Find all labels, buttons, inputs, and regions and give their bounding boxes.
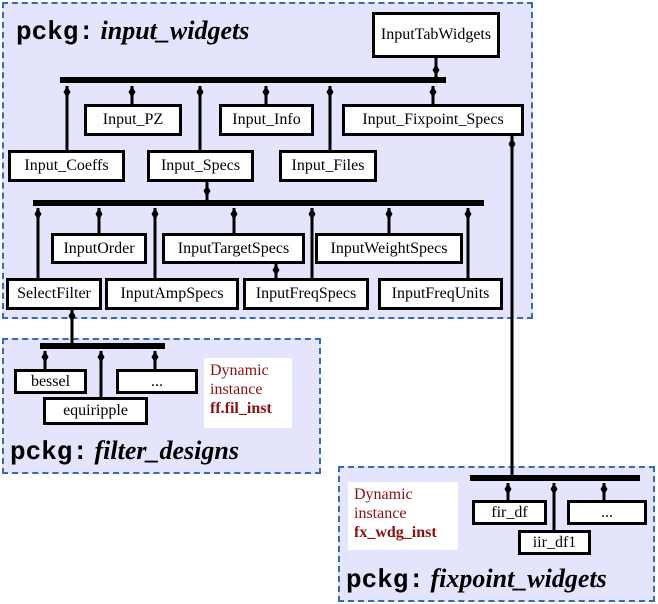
node-input-order: InputOrder [51,233,147,264]
node-input-amp-specs: InputAmpSpecs [105,278,239,310]
node-bessel: bessel [14,369,87,394]
package-title-input-widgets: pckg: input_widgets [16,16,250,47]
node-input-fixpoint-specs: Input_Fixpoint_Specs [342,104,524,136]
node-input-coeffs: Input_Coeffs [8,150,125,182]
node-fir-df: fir_df [472,500,547,525]
node-input-specs: Input_Specs [147,150,254,182]
node-input-info: Input_Info [219,104,314,136]
node-select-filter: SelectFilter [6,278,102,310]
package-title-filter-designs: pckg: filter_designs [10,436,239,467]
node-input-pz: Input_PZ [84,104,182,136]
node-fixpoint-more: ... [567,500,647,525]
node-input-weight-specs: InputWeightSpecs [315,233,463,264]
node-equiripple: equiripple [43,397,148,425]
node-input-tab-widgets: InputTabWidgets [372,12,500,58]
node-filter-more: ... [116,369,198,394]
note-filter-dynamic-instance: Dynamic instance ff.fil_inst [204,358,292,428]
note-fixpoint-ref: fx_wdg_inst [354,524,437,541]
node-input-freq-specs: InputFreqSpecs [243,278,369,310]
note-filter-line2: instance [210,381,263,398]
node-input-target-specs: InputTargetSpecs [162,233,305,264]
note-fixpoint-line2: instance [354,505,407,522]
note-fixpoint-line1: Dynamic [354,486,413,503]
node-iir-df1: iir_df1 [518,530,591,555]
node-input-files: Input_Files [279,150,377,182]
package-title-fixpoint-widgets: pckg: fixpoint_widgets [346,564,607,595]
note-filter-ref: ff.fil_inst [210,400,272,417]
note-fixpoint-dynamic-instance: Dynamic instance fx_wdg_inst [348,482,458,550]
note-filter-line1: Dynamic [210,362,269,379]
node-input-freq-units: InputFreqUnits [378,278,503,310]
